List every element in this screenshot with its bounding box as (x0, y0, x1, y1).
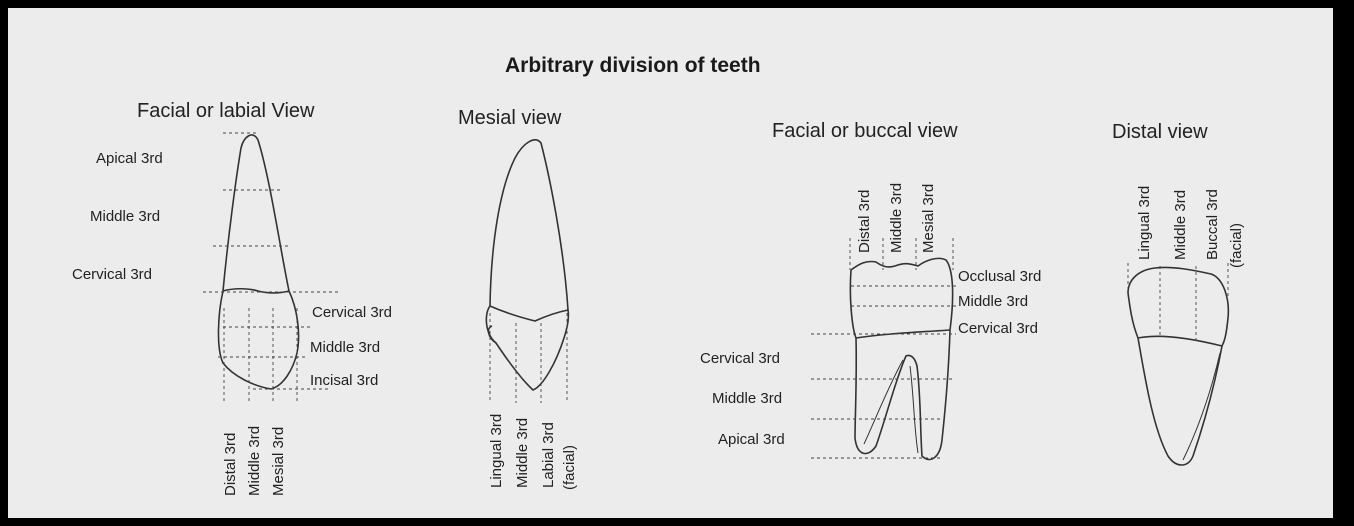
figure-title: Arbitrary division of teeth (505, 54, 761, 78)
incisor-labial-outline (218, 135, 298, 389)
buccal-middle-third-vertical-label: Middle 3rd (888, 183, 906, 253)
mesial-labial-third-label: Labial 3rd (540, 422, 558, 488)
molar-buccal-outline (850, 258, 952, 459)
distal-lingual-third-label: Lingual 3rd (1136, 186, 1154, 260)
mesial-facial-note: (facial) (561, 445, 579, 490)
buccal-distal-third-label: Distal 3rd (856, 190, 874, 253)
buccal-mesial-third-label: Mesial 3rd (920, 184, 938, 253)
premolar-distal-outline (1128, 267, 1228, 465)
labial-middle-third-vertical-label: Middle 3rd (246, 426, 264, 496)
mesial-lingual-third-label: Lingual 3rd (488, 414, 506, 488)
buccal-root-middle-third-label: Middle 3rd (712, 390, 782, 408)
labial-view-title: Facial or labial View (137, 100, 315, 123)
teeth-drawings (8, 8, 1333, 518)
labial-distal-third-label: Distal 3rd (222, 433, 240, 496)
labial-apical-third-label: Apical 3rd (96, 150, 163, 168)
labial-crown-middle-third-label: Middle 3rd (310, 339, 380, 357)
labial-incisal-third-label: Incisal 3rd (310, 372, 378, 390)
distal-facial-note: (facial) (1228, 223, 1246, 268)
buccal-crown-cervical-third-label: Cervical 3rd (958, 320, 1038, 338)
distal-buccal-third-label: Buccal 3rd (1204, 189, 1222, 260)
buccal-crown-middle-third-label: Middle 3rd (958, 293, 1028, 311)
distal-middle-third-label: Middle 3rd (1172, 190, 1190, 260)
distal-view-title: Distal view (1112, 121, 1208, 144)
buccal-occlusal-third-label: Occlusal 3rd (958, 268, 1041, 286)
labial-root-cervical-third-label: Cervical 3rd (72, 266, 152, 284)
buccal-root-cervical-third-label: Cervical 3rd (700, 350, 780, 368)
incisor-mesial-outline (486, 140, 568, 390)
labial-root-middle-third-label: Middle 3rd (90, 208, 160, 226)
labial-crown-cervical-third-label: Cervical 3rd (312, 304, 392, 322)
buccal-apical-third-label: Apical 3rd (718, 431, 785, 449)
mesial-middle-third-label: Middle 3rd (514, 418, 532, 488)
buccal-view-title: Facial or buccal view (772, 120, 958, 143)
labial-mesial-third-label: Mesial 3rd (270, 427, 288, 496)
diagram-figure: Arbitrary division of teeth Facial or la… (8, 8, 1333, 518)
mesial-view-title: Mesial view (458, 107, 561, 130)
